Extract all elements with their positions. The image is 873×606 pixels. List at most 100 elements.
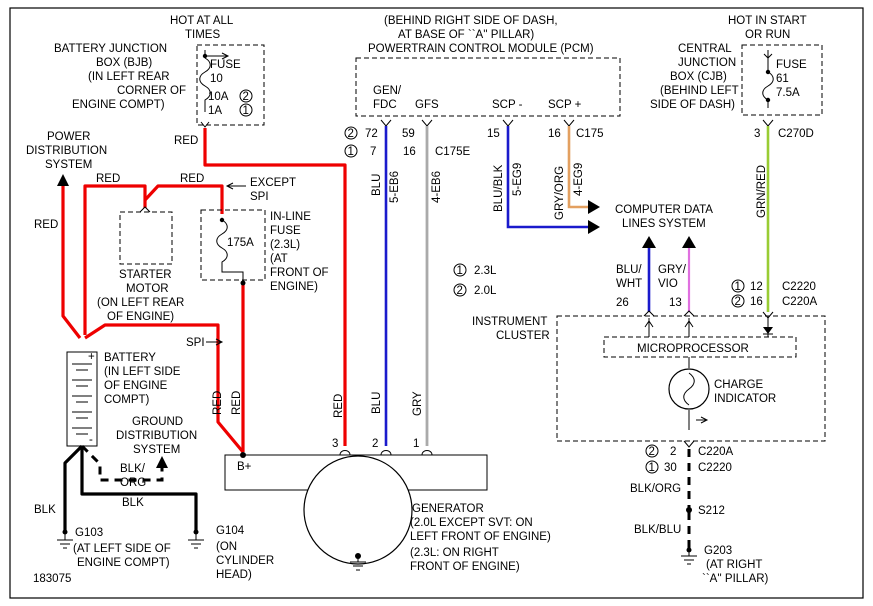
- bjb-label-line2: BOX (BJB): [96, 57, 152, 69]
- cjb-label-line1: CENTRAL: [678, 43, 732, 55]
- ground-dist-line1: GROUND: [132, 416, 183, 428]
- bjb-label-line3: (IN LEFT REAR: [88, 71, 170, 83]
- wire-label-blu-wht-1: BLU/: [616, 264, 642, 276]
- ground-dist-line2: DISTRIBUTION: [116, 430, 197, 442]
- bjb-fuse-rating-a: 10A: [208, 91, 229, 103]
- pcm-pin-7: 7: [370, 146, 376, 158]
- arrow-cdl-left: [642, 236, 656, 248]
- pcm-pin-fdc: FDC: [373, 99, 397, 111]
- g103-label-1: G103: [75, 527, 103, 539]
- diagram-frame: [9, 7, 864, 599]
- wire-label-blk-org-2: ORG: [120, 477, 146, 489]
- g103-ground-symbol: [57, 532, 73, 549]
- cluster-connector-c220a-bottom: C220A: [698, 446, 733, 458]
- bjb-label-line5: ENGINE COMPT): [72, 99, 165, 111]
- bjb-fuse-rating-b: 1A: [208, 105, 222, 117]
- wire-blu-blk-scp-minus: [506, 126, 588, 229]
- bjb-n2-circle: [239, 89, 253, 103]
- cjb-label-line3: BOX (CJB): [670, 71, 727, 83]
- ground-dist-line3: SYSTEM: [133, 444, 180, 456]
- inline-fuse-label-2: FUSE: [270, 225, 301, 237]
- wire-red-battery-to-bplus: [84, 323, 245, 454]
- inline-fuse-label-3: (2.3L): [270, 239, 300, 251]
- generator-body: [303, 455, 413, 565]
- cjb-connector-c270d: C270D: [778, 128, 814, 140]
- g103-label-2: (AT LEFT SIDE OF: [73, 543, 171, 555]
- pcm-connector-c175: C175: [576, 128, 604, 140]
- arrow-spi: [206, 338, 224, 346]
- ground-g103: G103 (AT LEFT SIDE OF ENGINE COMPT): [57, 527, 171, 569]
- wire-label-4eb6: 4-EB6: [431, 171, 443, 203]
- cjb-label-line4: (BEHIND LEFT: [660, 85, 739, 97]
- splice-s212-node: [686, 507, 692, 513]
- g104-label-1: G104: [216, 525, 245, 537]
- microprocessor-label: MICROPROCESSOR: [637, 343, 749, 355]
- legend-n1-label: 1: [457, 265, 463, 277]
- wire-label-red-pds: RED: [34, 219, 58, 231]
- charge-label-1: CHARGE: [714, 379, 764, 391]
- cjb-hot-line2: OR RUN: [745, 29, 790, 41]
- pcm-label-line2: AT BASE OF ``A'' PILLAR): [398, 29, 534, 41]
- cluster-pin-16: 16: [750, 296, 763, 308]
- bjb-fuse-label: FUSE: [210, 59, 241, 71]
- bjb-n1-label: 1: [243, 105, 249, 117]
- starter-label-2: MOTOR: [126, 283, 169, 295]
- wire-blk-g103: [63, 444, 84, 532]
- instrument-cluster: 26 13 1 12 C2220 2 16 C220A INSTRUMENT C…: [472, 279, 826, 474]
- cjb-feed-arrow: [763, 50, 773, 72]
- pcm-pin-gfs: GFS: [415, 99, 439, 111]
- cluster-top-connectors: [643, 310, 774, 319]
- gen-pin-2: 2: [372, 438, 378, 450]
- wire-label-blk-g103: BLK: [34, 504, 56, 516]
- wire-label-5eb6: 5-EB6: [389, 171, 401, 203]
- except-spi-line1: EXCEPT: [250, 177, 296, 189]
- wire-label-gry-bottom: GRY: [412, 391, 424, 416]
- pcm-pin-16b: 16: [403, 146, 416, 158]
- inline-fuse-terminal-bottom: [240, 280, 246, 286]
- bjb-feed-arrow: [204, 50, 230, 60]
- wire-label-blk-org-1: BLK/: [120, 463, 146, 475]
- g104-ground-symbol: [188, 532, 204, 549]
- bjb-n2-label: 2: [243, 91, 249, 103]
- cluster-pin-12: 12: [750, 281, 763, 293]
- gen-pin2-terminal: [380, 450, 392, 456]
- pcm-connector-c175e: C175E: [435, 146, 470, 158]
- cluster-internal-leads: [644, 318, 769, 337]
- inline-fuse-label-1: IN-LINE: [270, 211, 311, 223]
- starter-motor: STARTER MOTOR (ON LEFT REAR OF ENGINE): [97, 206, 184, 323]
- wire-blk-g104: [80, 446, 198, 532]
- wire-red-starter-left: [83, 184, 147, 335]
- ground-g104: G104 (ON CYLINDER HEAD): [188, 525, 274, 581]
- wire-label-gry-vio-1: GRY/: [658, 264, 687, 276]
- ground-g203: G203 (AT RIGHT ``A'' PILLAR): [681, 545, 769, 585]
- pcm-pin-72: 72: [365, 128, 378, 140]
- cluster-bottom-n2-label: 2: [649, 446, 655, 458]
- pcm-pin-scp-plus: SCP +: [548, 99, 582, 111]
- cjb-hot-line1: HOT IN START: [728, 15, 807, 27]
- arrow-scp-minus: [588, 220, 600, 234]
- gen-pin-1: 1: [413, 438, 419, 450]
- wire-label-blu-bottom: BLU: [371, 392, 383, 414]
- central-junction-box: HOT IN START OR RUN CENTRAL JUNCTION BOX…: [650, 15, 823, 140]
- diagram-id: 183075: [33, 573, 71, 585]
- starter-terminal: [139, 206, 151, 213]
- except-spi-line2: SPI: [250, 191, 269, 203]
- pcm-n2-circle: [344, 126, 358, 140]
- battery-label-3: OF ENGINE: [104, 380, 168, 392]
- legend-20l: 2.0L: [474, 285, 497, 297]
- pcm-connector-marks: [380, 119, 575, 127]
- gen-pin1-terminal: [421, 450, 433, 456]
- battery-label-1: BATTERY: [104, 352, 156, 364]
- charge-label-2: INDICATOR: [714, 393, 776, 405]
- generator-label-2: (2.0L EXCEPT SVT: ON: [410, 517, 533, 529]
- generator: B+ 3 2 1 GENERATOR (2.0L EXCEPT SVT: ON …: [224, 438, 551, 573]
- g203-label-1: G203: [704, 545, 732, 557]
- wire-gry-org-scp-plus: [567, 126, 588, 209]
- pcm-label-line1: (BEHIND RIGHT SIDE OF DASH,: [384, 15, 558, 27]
- cjb-fuse-rating: 7.5A: [776, 87, 800, 99]
- pcm-pin-gen: GEN/: [373, 85, 402, 97]
- generator-label-1: GENERATOR: [412, 503, 484, 515]
- gen-pin-bplus: B+: [237, 461, 252, 473]
- arrow-scp-plus: [588, 200, 600, 214]
